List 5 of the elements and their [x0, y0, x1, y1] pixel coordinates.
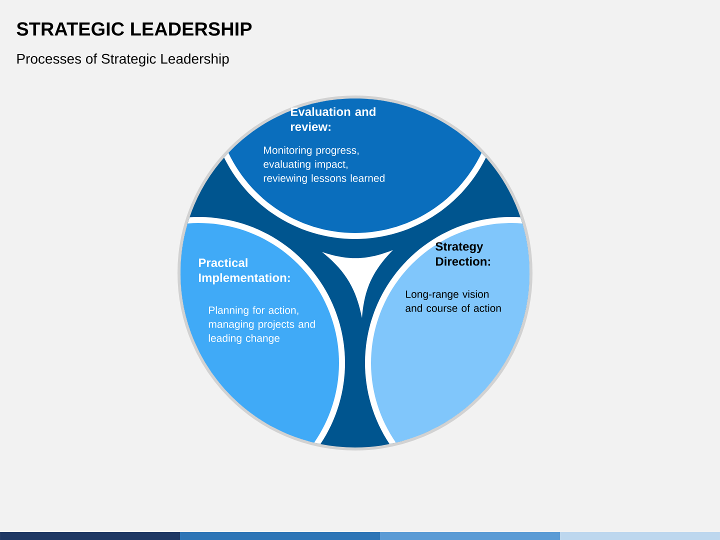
- lobe-segment: Evaluation and review: Monitoring progress, evaluating impact, reviewing lessons learned: [224, 98, 486, 239]
- lobe-segment: Strategy Direction: Long-range vision and course of action: [365, 217, 530, 444]
- subtitle: Processes of Strategic Leadership: [17, 53, 229, 67]
- title: STRATEGIC LEADERSHIP: [16, 22, 252, 36]
- lobe-segment: Practical Implementation: Planning for action, managing projects and leading change: [180, 217, 345, 444]
